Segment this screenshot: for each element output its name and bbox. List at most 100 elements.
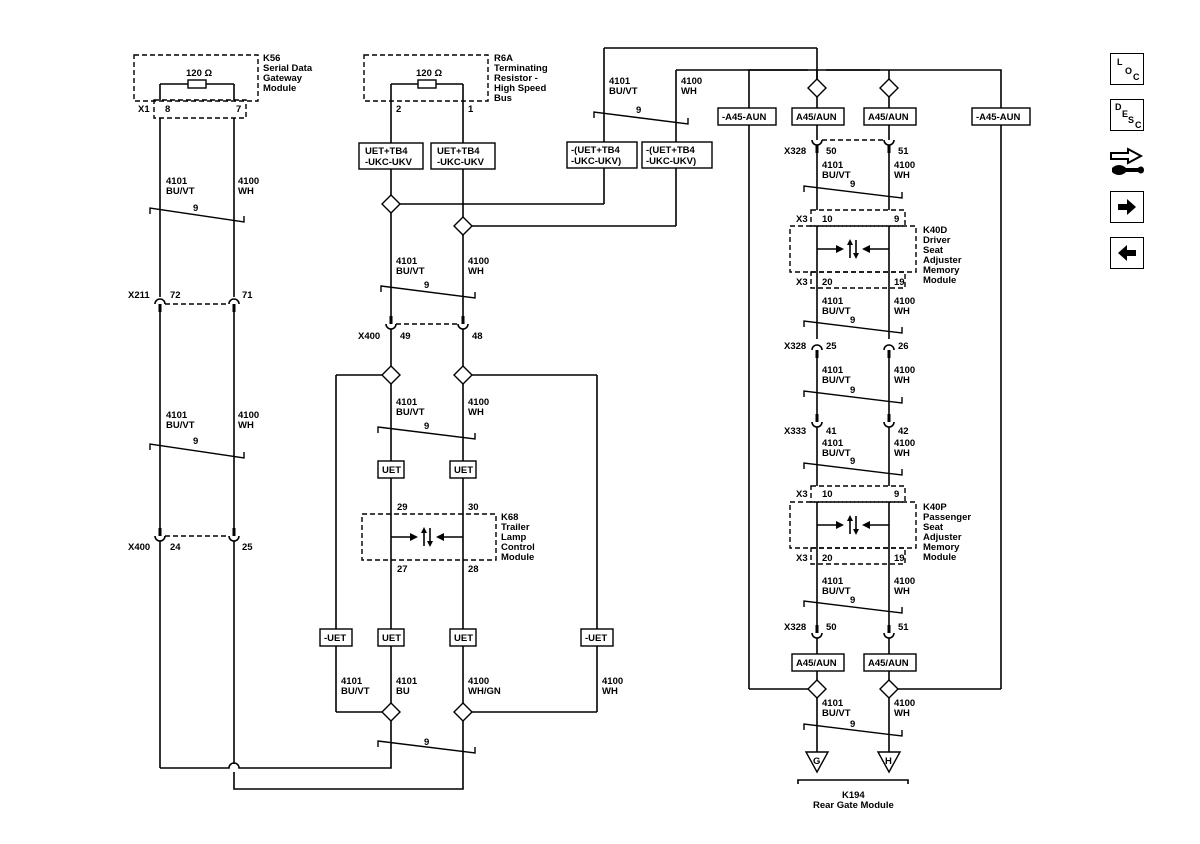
k68-name-line2: Lamp bbox=[501, 532, 527, 543]
wire-label-color: WH bbox=[468, 266, 484, 277]
desc-letter: D bbox=[1115, 102, 1122, 112]
wire-label-circuit: 4100 bbox=[894, 698, 915, 709]
r6a-name-line3: High Speed bbox=[494, 83, 546, 94]
option-label: A45/AUN bbox=[868, 658, 909, 669]
twist-label: 9 bbox=[193, 203, 198, 214]
connector-tool-button[interactable] bbox=[1108, 144, 1146, 180]
k40p-pin-bot-a: 20 bbox=[822, 553, 833, 564]
wire-label-color: WH bbox=[894, 375, 910, 386]
k68-pin-top-a: 29 bbox=[397, 502, 408, 513]
loc-letter: L bbox=[1117, 57, 1123, 67]
wire-label-circuit: 4101 bbox=[396, 676, 418, 687]
k68-id: K68 bbox=[501, 512, 518, 523]
option-label: -(UET+TB4 bbox=[571, 145, 621, 156]
k56-id: K56 bbox=[263, 53, 280, 64]
twist-label: 9 bbox=[850, 315, 855, 326]
wire-label-color: BU bbox=[396, 686, 410, 697]
wire-label-circuit: 4101 bbox=[341, 676, 363, 687]
wire-label-color: BU/VT bbox=[822, 306, 851, 317]
wire-label-circuit: 4100 bbox=[681, 76, 702, 87]
k40p-name-line4: Memory bbox=[923, 542, 960, 553]
location-button[interactable]: L O C bbox=[1110, 53, 1144, 85]
option-label: UET bbox=[454, 633, 473, 644]
k68-pin-bot-a: 27 bbox=[397, 564, 408, 575]
option-label: -UKC-UKV bbox=[437, 157, 485, 168]
k40p-id: K40P bbox=[923, 502, 947, 513]
k194-pin-b: H bbox=[885, 756, 892, 767]
x328-b-pin-b: 26 bbox=[898, 341, 909, 352]
r6a-pin-b: 1 bbox=[468, 104, 474, 115]
x211-pin-b: 71 bbox=[242, 290, 253, 301]
wire-label-circuit: 4100 bbox=[238, 176, 259, 187]
wire-label-circuit: 4100 bbox=[238, 410, 259, 421]
wire-label-color: BU/VT bbox=[822, 448, 851, 459]
wire-label-circuit: 4100 bbox=[894, 438, 915, 449]
x400-mid-id: X400 bbox=[358, 331, 380, 342]
k56-name-line2: Gateway bbox=[263, 73, 303, 84]
twist-label: 9 bbox=[424, 421, 429, 432]
k40p-name-line5: Module bbox=[923, 552, 956, 563]
wire-label-circuit: 4101 bbox=[822, 160, 844, 171]
twist-label: 9 bbox=[850, 456, 855, 467]
wire-label-color: WH bbox=[894, 448, 910, 459]
r6a-name-line1: Terminating bbox=[494, 63, 548, 74]
k56-bus-wires: 4101 BU/VT 4100 WH 9 X211 72 71 4101 BU/… bbox=[128, 118, 464, 790]
right-bus-chain: X328 50 51 4101 BU/VT 4100 WH 9 X3 10 9 … bbox=[784, 125, 971, 811]
description-button[interactable]: D E S C bbox=[1110, 99, 1144, 131]
k56-pin-a: 8 bbox=[165, 104, 170, 115]
wire-label-circuit: 4101 bbox=[822, 365, 844, 376]
cross-bus-wires: -(UET+TB4 -UKC-UKV) -(UET+TB4 -UKC-UKV) … bbox=[566, 47, 818, 226]
k68-name-line3: Control bbox=[501, 542, 535, 553]
k68-lower-wires: -UET UET UET -UET 4101 BU/VT 4101 BU 410… bbox=[319, 628, 623, 754]
desc-letter: S bbox=[1128, 115, 1135, 125]
wire-label-circuit: 4101 bbox=[822, 576, 844, 587]
k40p-connector-top: X3 bbox=[796, 489, 808, 500]
previous-page-button[interactable] bbox=[1110, 237, 1144, 269]
x328-c-id: X328 bbox=[784, 622, 806, 633]
k40p-name-line2: Seat bbox=[923, 522, 944, 533]
x328-a-pin-b: 51 bbox=[898, 146, 909, 157]
k40d-id: K40D bbox=[923, 225, 947, 236]
k40p-name-line3: Adjuster bbox=[923, 532, 962, 543]
k56-name-line1: Serial Data bbox=[263, 63, 313, 74]
x328-a-id: X328 bbox=[784, 146, 806, 157]
wire-label-color: WH/GN bbox=[468, 686, 501, 697]
wire-label-circuit: 4100 bbox=[468, 676, 489, 687]
wire-label-color: WH bbox=[681, 86, 697, 97]
x400-left-pin-b: 25 bbox=[242, 542, 253, 553]
wire-label-color: BU/VT bbox=[822, 708, 851, 719]
option-label: -UET bbox=[585, 633, 607, 644]
x328-c-pin-a: 50 bbox=[826, 622, 837, 633]
wire-label-color: BU/VT bbox=[166, 420, 195, 431]
x211-pin-a: 72 bbox=[170, 290, 181, 301]
wire-label-circuit: 4101 bbox=[166, 176, 188, 187]
wire-label-circuit: 4100 bbox=[602, 676, 623, 687]
r6a-id: R6A bbox=[494, 53, 513, 64]
x333-id: X333 bbox=[784, 426, 806, 437]
k40d-connector-bottom: X3 bbox=[796, 277, 808, 288]
option-label: -UKC-UKV bbox=[365, 157, 413, 168]
option-label: UET+TB4 bbox=[437, 146, 480, 157]
twist-label: 9 bbox=[850, 179, 855, 190]
option-label: -UKC-UKV) bbox=[571, 156, 621, 167]
x328-c-pin-b: 51 bbox=[898, 622, 909, 633]
r6a-pin-a: 2 bbox=[396, 104, 401, 115]
r6a-name-line2: Resistor - bbox=[494, 73, 538, 84]
option-label: A45/AUN bbox=[796, 112, 837, 123]
k40d-pin-top-b: 9 bbox=[894, 214, 899, 225]
next-page-button[interactable] bbox=[1110, 191, 1144, 223]
x328-b-id: X328 bbox=[784, 341, 806, 352]
right-splice-network: -A45-AUN A45/AUN A45/AUN -A45-AUN bbox=[717, 69, 1031, 690]
wire-label-color: WH bbox=[238, 186, 254, 197]
wire-label-circuit: 4101 bbox=[822, 698, 844, 709]
wire-label-color: WH bbox=[468, 407, 484, 418]
k40d-pin-bot-b: 19 bbox=[894, 277, 905, 288]
desc-letter: E bbox=[1122, 109, 1129, 119]
wire-label-color: BU/VT bbox=[609, 86, 638, 97]
wire-label-color: WH bbox=[602, 686, 618, 697]
k40d-name-line1: Driver bbox=[923, 235, 951, 246]
r6a-name-line4: Bus bbox=[494, 93, 512, 104]
twist-label: 9 bbox=[850, 595, 855, 606]
k68-pin-bot-b: 28 bbox=[468, 564, 479, 575]
wire-label-circuit: 4100 bbox=[894, 365, 915, 376]
